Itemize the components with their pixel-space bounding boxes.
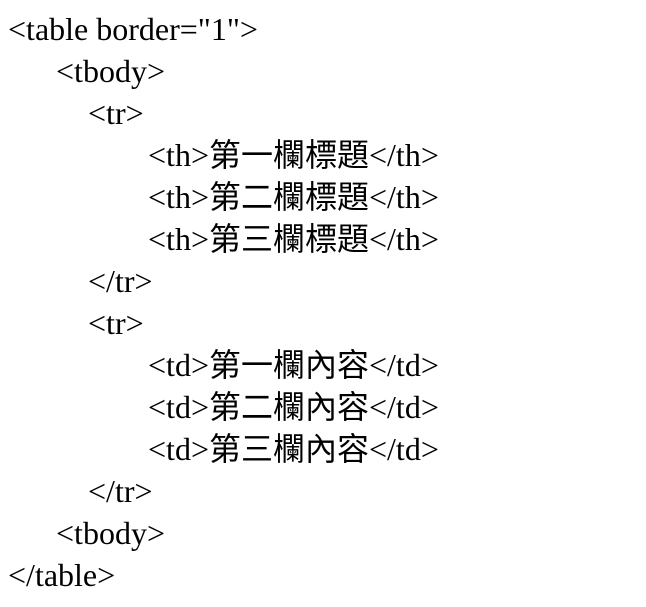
code-line: </tr> (88, 263, 153, 299)
code-line: <td>第二欄內容</td> (148, 389, 439, 425)
code-line: <td>第三欄內容</td> (148, 431, 439, 467)
code-line: <td>第一欄內容</td> (148, 347, 439, 383)
code-line: <th>第二欄標題</th> (148, 179, 439, 215)
code-line: </table> (8, 557, 116, 593)
code-line: <th>第三欄標題</th> (148, 221, 439, 257)
code-line: <th>第一欄標題</th> (148, 137, 439, 173)
code-line: </tr> (88, 473, 153, 509)
code-line: <tbody> (56, 515, 165, 551)
code-line: <tr> (88, 95, 144, 131)
code-line: <tbody> (56, 53, 165, 89)
code-line: <table border="1"> (8, 11, 258, 47)
code-line: <tr> (88, 305, 144, 341)
